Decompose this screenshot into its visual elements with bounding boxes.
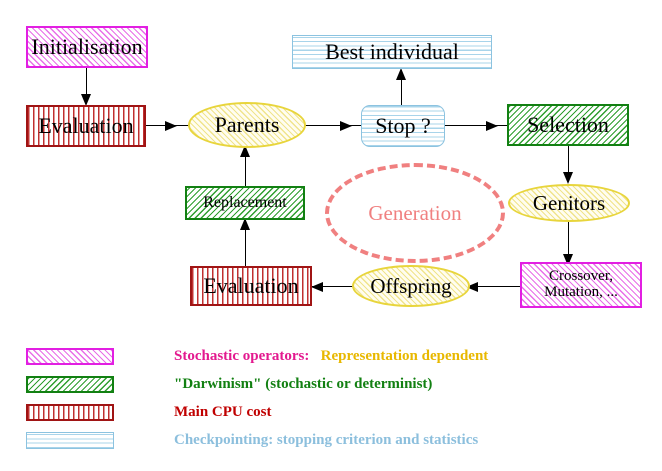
legend-row-cpu: Main CPU cost [26,403,272,421]
node-selection-label: Selection [527,112,609,138]
node-crossover-mutation[interactable]: Crossover, Mutation, ... [520,262,642,308]
edge-stop-to-selection [445,125,507,126]
generation-loop-annotation: Generation [325,163,505,263]
legend-row-checkpointing: Checkpointing: stopping criterion and st… [26,431,478,449]
legend-label-checkpointing-primary: Checkpointing: stopping criterion and st… [174,431,479,448]
node-genitors[interactable]: Genitors [508,184,630,222]
legend-label-darwinism-primary: "Darwinism" (stochastic or determinist) [174,375,433,392]
node-selection[interactable]: Selection [507,104,629,146]
edge-selection-to-genitors [568,146,569,178]
legend-label-checkpointing: Checkpointing: stopping criterion and st… [144,415,478,466]
node-parents[interactable]: Parents [188,102,306,148]
legend-swatch-magenta-diagonal-hatch-icon [26,347,114,365]
legend-row-darwinism: "Darwinism" (stochastic or determinist) [26,375,432,393]
node-initialisation-label: Initialisation [31,34,143,60]
edge-evaluation-to-replacement [245,220,246,268]
edge-stop-to-best-individual [401,70,402,106]
legend-row-stochastic: Stochastic operators: Representation dep… [26,347,488,365]
node-best-individual-label: Best individual [325,39,459,65]
generation-label: Generation [368,200,462,225]
edge-genitors-to-crossover [568,221,569,261]
arrowhead-down-crossover [563,254,573,266]
legend-label-darwinism: "Darwinism" (stochastic or determinist) [144,359,432,410]
node-crossover-mutation-label: Crossover, Mutation, ... [544,268,618,300]
arrowhead-right-parents [165,121,177,131]
legend-swatch-green-diagonal-hatch-icon [26,375,114,393]
arrowhead-down-genitors [563,172,573,184]
node-replacement-label: Replacement [203,193,287,211]
legend-label-stochastic-secondary: Representation dependent [320,347,489,364]
node-best-individual[interactable]: Best individual [292,35,492,69]
edge-parents-to-stop [305,125,361,126]
arrowhead-left-evaluation [311,282,323,292]
node-initialisation[interactable]: Initialisation [26,26,148,68]
arrowhead-right-selection [486,121,498,131]
edge-replacement-to-parents [245,147,246,187]
node-offspring[interactable]: Offspring [352,265,470,307]
node-replacement[interactable]: Replacement [185,186,305,220]
legend-swatch-red-vertical-hatch-icon [26,403,114,421]
edge-crossover-to-offspring [470,286,520,287]
node-evaluation-top-label: Evaluation [38,113,134,139]
node-evaluation-bottom[interactable]: Evaluation [190,266,312,306]
legend-swatch-blue-horizontal-hatch-icon [26,431,114,449]
legend-label-cpu-primary: Main CPU cost [174,403,272,420]
edge-offspring-to-evaluation [312,286,360,287]
legend-label-cpu: Main CPU cost [144,387,272,438]
arrowhead-down-initialisation [81,94,91,106]
arrowhead-left-offspring [466,282,478,292]
node-parents-label: Parents [214,112,280,138]
legend-label-stochastic-primary: Stochastic operators: [174,347,310,364]
node-evaluation-bottom-label: Evaluation [203,273,299,299]
arrowhead-up-best-individual [396,68,406,80]
arrowhead-up-replacement [240,218,250,230]
node-genitors-label: Genitors [532,190,606,215]
edge-initialisation-to-evaluation [86,68,87,98]
arrowhead-right-stop [340,121,352,131]
legend-label-stochastic: Stochastic operators: Representation dep… [144,331,488,382]
node-stop[interactable]: Stop ? [361,105,445,147]
node-stop-label: Stop ? [375,113,431,139]
node-evaluation-top[interactable]: Evaluation [26,105,146,147]
node-offspring-label: Offspring [370,273,452,298]
arrowhead-up-parents [240,145,250,157]
